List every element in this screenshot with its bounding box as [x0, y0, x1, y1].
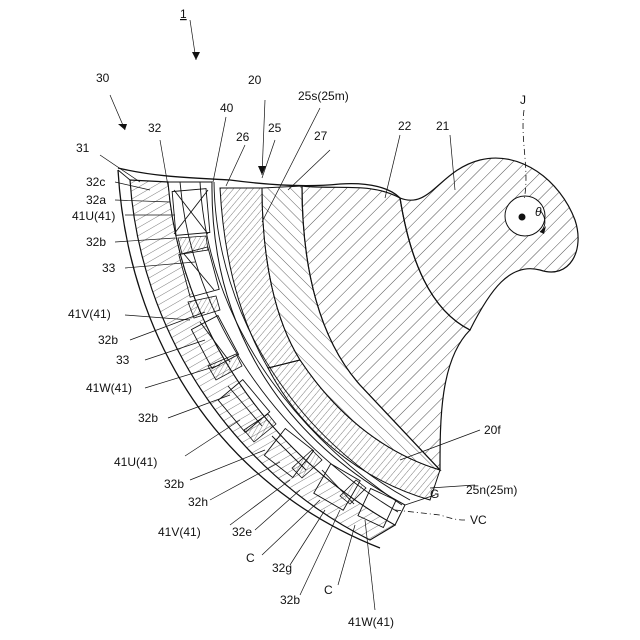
label-20: 20 — [248, 73, 262, 87]
label-33-1: 33 — [102, 261, 116, 275]
label-32h: 32h — [188, 495, 208, 509]
label-41W-1: 41W(41) — [86, 381, 132, 395]
label-41V-1: 41V(41) — [68, 307, 111, 321]
vc-line — [395, 510, 465, 520]
axis-center-dot — [519, 214, 526, 221]
label-20f: 20f — [484, 423, 501, 437]
label-J: J — [520, 93, 526, 107]
label-theta: θ — [535, 205, 542, 219]
label-33-2: 33 — [116, 353, 130, 367]
label-32b-3: 32b — [138, 411, 158, 425]
label-32c: 32c — [86, 175, 105, 189]
label-C-2: C — [324, 583, 333, 597]
label-41W-2: 41W(41) — [348, 615, 394, 629]
label-31: 31 — [76, 141, 90, 155]
figure-number-label: 1 — [180, 7, 187, 21]
label-25: 25 — [268, 121, 282, 135]
label-32b-5: 32b — [280, 593, 300, 607]
label-32: 32 — [148, 121, 162, 135]
label-25n: 25n(25m) — [466, 483, 517, 497]
label-22: 22 — [398, 119, 412, 133]
label-32e: 32e — [232, 525, 252, 539]
label-27: 27 — [314, 129, 328, 143]
label-G: G — [430, 487, 439, 501]
arrow-1 — [192, 52, 200, 60]
label-26: 26 — [236, 130, 250, 144]
label-32b-2: 32b — [98, 333, 118, 347]
label-32g: 32g — [272, 561, 292, 575]
label-C-1: C — [246, 551, 255, 565]
label-21: 21 — [436, 119, 450, 133]
label-41U-2: 41U(41) — [114, 455, 157, 469]
label-41U-top: 41U(41) — [72, 209, 115, 223]
label-32b-4: 32b — [164, 477, 184, 491]
label-32b-1: 32b — [86, 235, 106, 249]
label-25s: 25s(25m) — [298, 89, 349, 103]
label-32a: 32a — [86, 193, 106, 207]
arrow-30 — [118, 124, 127, 130]
label-VC: VC — [470, 513, 487, 527]
label-41V-2: 41V(41) — [158, 525, 201, 539]
label-40: 40 — [220, 101, 234, 115]
label-30: 30 — [96, 71, 110, 85]
